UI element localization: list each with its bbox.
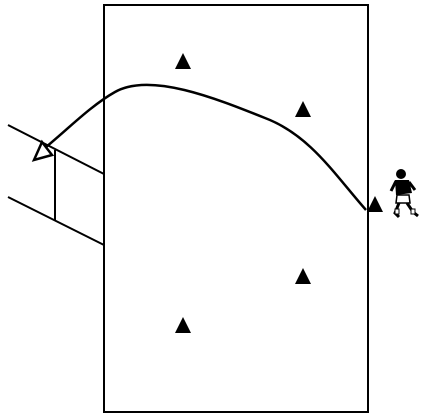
- field-boundary: [103, 4, 369, 413]
- cone-marker: [175, 317, 191, 333]
- cone-markers: [175, 53, 383, 333]
- cone-marker: [295, 268, 311, 284]
- shot-path: [39, 83, 367, 211]
- player-running-icon: [389, 169, 419, 219]
- cone-marker: [367, 196, 383, 212]
- cone-marker: [295, 101, 311, 117]
- arrowhead-icon: [31, 139, 55, 162]
- cone-marker: [175, 53, 191, 69]
- goal-top-line: [7, 124, 105, 175]
- goal-frame: [7, 124, 105, 246]
